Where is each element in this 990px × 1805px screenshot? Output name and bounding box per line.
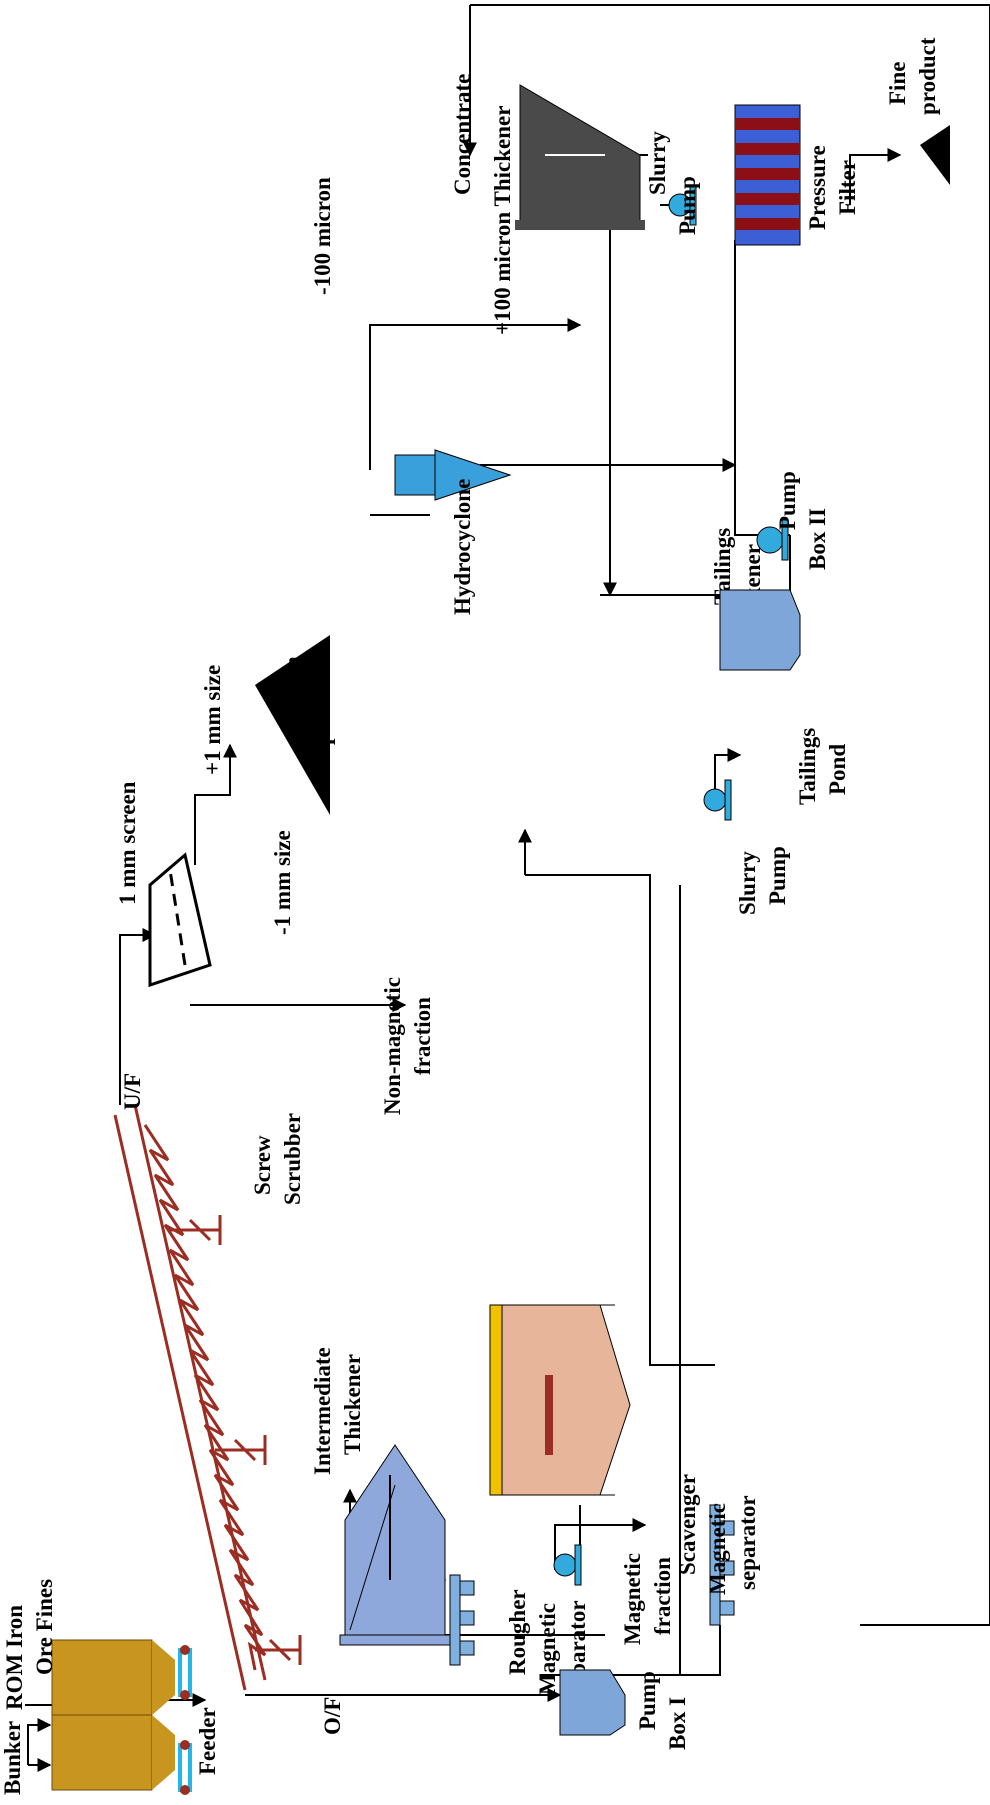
tailings-pump-icon xyxy=(703,779,732,821)
label-nonmag-line2: fraction xyxy=(410,997,435,1075)
label-feeder: Feeder xyxy=(195,1707,220,1775)
label-of: O/F xyxy=(320,1697,345,1735)
label-tail-pump-line2: Pump xyxy=(765,846,790,905)
label-inter-line2: Thickener xyxy=(340,1354,365,1455)
label-minus1: -1 mm size xyxy=(270,830,295,935)
pressure-filter-icon xyxy=(734,104,801,246)
label-inter-line1: Intermediate xyxy=(310,1347,335,1475)
label-hydro: Hydrocyclone xyxy=(450,479,475,615)
pumpbox2-icon xyxy=(719,589,801,671)
label-plus1: +1 mm size xyxy=(200,665,225,775)
label-tail-pond-line1: Tailings xyxy=(795,728,820,805)
intermediate-thickener-icon xyxy=(339,1444,451,1646)
rotated-frame: Bunker ROM Iron Ore Fines Feeder Screw S… xyxy=(0,4,990,1795)
tailings-thickener-icon xyxy=(489,1304,631,1496)
bunker-icon xyxy=(51,1639,175,1791)
label-pumpbox1-line2: Box I xyxy=(665,1697,690,1750)
label-uf: U/F xyxy=(120,1073,145,1110)
flow-underflow xyxy=(119,928,157,1105)
label-scav-line3: separator xyxy=(735,1495,760,1590)
label-slurry-line2: Pump xyxy=(675,176,700,235)
pumpbox1-pump-icon xyxy=(553,1544,582,1586)
flow-nonmag-line xyxy=(649,945,715,1366)
label-pf-line1: Pressure xyxy=(805,145,830,230)
flow-lines xyxy=(25,4,990,1772)
screen-icon xyxy=(148,852,212,988)
label-rom-line2: Ore Fines xyxy=(32,1579,57,1675)
rougher-separator-icon xyxy=(449,1574,475,1666)
label-fine-line1: Fine xyxy=(885,62,910,105)
label-plus100: +100 micron Thickener xyxy=(490,106,515,335)
label-prod1-line2: product xyxy=(310,667,335,745)
pumpbox1-icon xyxy=(559,1669,626,1736)
hydrocyclone-icon xyxy=(394,449,512,501)
label-scav-line2: Magnetic xyxy=(705,1503,730,1595)
pumpbox2-pump-icon xyxy=(756,519,789,561)
label-screen: 1 mm screen xyxy=(115,781,140,905)
label-magfrac-line2: fraction xyxy=(650,1557,675,1635)
scavenger-separator-icon xyxy=(709,1504,735,1626)
flow-minus100 xyxy=(369,318,582,470)
screw-scrubber-icon xyxy=(113,1104,302,1691)
label-conc: Concentrate xyxy=(450,74,475,195)
label-slurry-line1: Slurry xyxy=(645,131,670,195)
label-pumpbox2-line1: Pump xyxy=(775,471,800,530)
label-prod1-line1: +1 mm xyxy=(280,656,305,725)
label-pumpbox1-line1: Pump xyxy=(635,1671,660,1730)
label-tail-pump-line1: Slurry xyxy=(735,851,760,915)
flow-rougher-scavenger xyxy=(554,1518,647,1570)
label-pumpbox2-line2: Box II xyxy=(805,508,830,570)
label-screw-line1: Screw xyxy=(250,1135,275,1195)
product-pile-icon xyxy=(255,635,330,815)
slurry-pump-icon xyxy=(668,184,697,226)
flow-nonmag-riser xyxy=(525,874,651,945)
label-nonmag-line1: Non-magnetic xyxy=(380,977,405,1115)
flow-to-fine xyxy=(849,148,902,205)
label-rougher-line2: Magnetic xyxy=(535,1603,560,1695)
label-pf-line2: Filter xyxy=(835,160,860,215)
flow-to-pond xyxy=(714,748,742,790)
label-tail-pond-line2: Pond xyxy=(825,744,850,795)
label-magfrac-line1: Magnetic xyxy=(620,1553,645,1645)
fine-product-icon xyxy=(920,125,950,185)
concentrate-thickener-icon xyxy=(515,84,645,230)
label-screw-line2: Scrubber xyxy=(280,1113,305,1205)
label-bunker: Bunker xyxy=(0,1721,25,1795)
flow-bunker-recycle-b xyxy=(27,1718,52,1765)
label-minus100: -100 micron xyxy=(310,177,335,295)
label-fine-line2: product xyxy=(915,37,940,115)
label-rom-line1: ROM Iron xyxy=(2,1605,27,1710)
label-rougher-line1: Rougher xyxy=(505,1589,530,1675)
label-scav-line1: Scavenger xyxy=(675,1474,700,1575)
feeder-icon xyxy=(178,1645,192,1795)
flow-plus1mm xyxy=(194,743,237,865)
flow-magnetic-concentrate xyxy=(555,885,681,1676)
